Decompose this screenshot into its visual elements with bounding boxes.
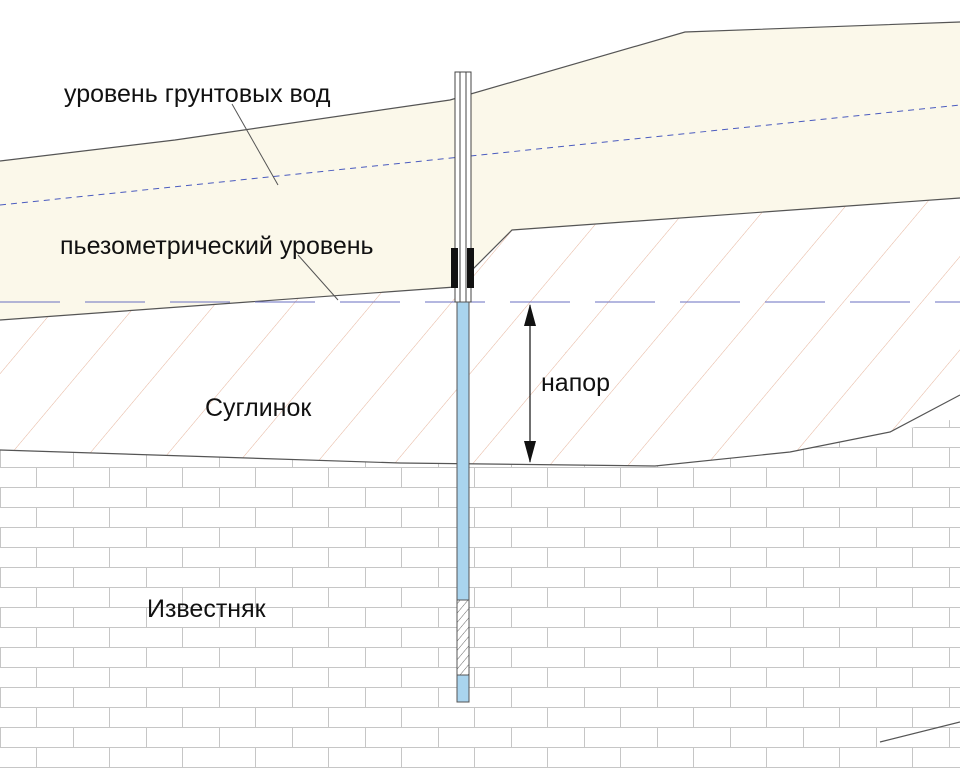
sand-loam-boundary xyxy=(0,197,960,321)
loam-limestone-boundary xyxy=(0,394,960,467)
loam-hatch xyxy=(0,198,960,466)
limestone-layer xyxy=(0,418,960,768)
groundwater-level-label: уровень грунтовых вод xyxy=(64,80,331,108)
limestone-label: Известняк xyxy=(147,595,267,623)
sand-layer xyxy=(0,22,960,320)
head-arrow-top xyxy=(524,304,536,326)
pipe-seal-left xyxy=(451,248,458,288)
head-label: напор xyxy=(541,369,610,397)
pipe-seal-right xyxy=(467,248,474,288)
piezometric-level-label: пьезометрический уровень xyxy=(60,232,374,260)
head-arrow-bottom xyxy=(524,441,536,463)
groundwater-level-line xyxy=(0,104,960,206)
ground-surface-line xyxy=(0,21,960,162)
piezometric-leader xyxy=(297,254,339,301)
groundwater-leader xyxy=(231,103,279,186)
bottom-right-line xyxy=(879,721,960,743)
pipe-filter xyxy=(456,599,470,676)
loam-label: Суглинок xyxy=(205,394,312,422)
